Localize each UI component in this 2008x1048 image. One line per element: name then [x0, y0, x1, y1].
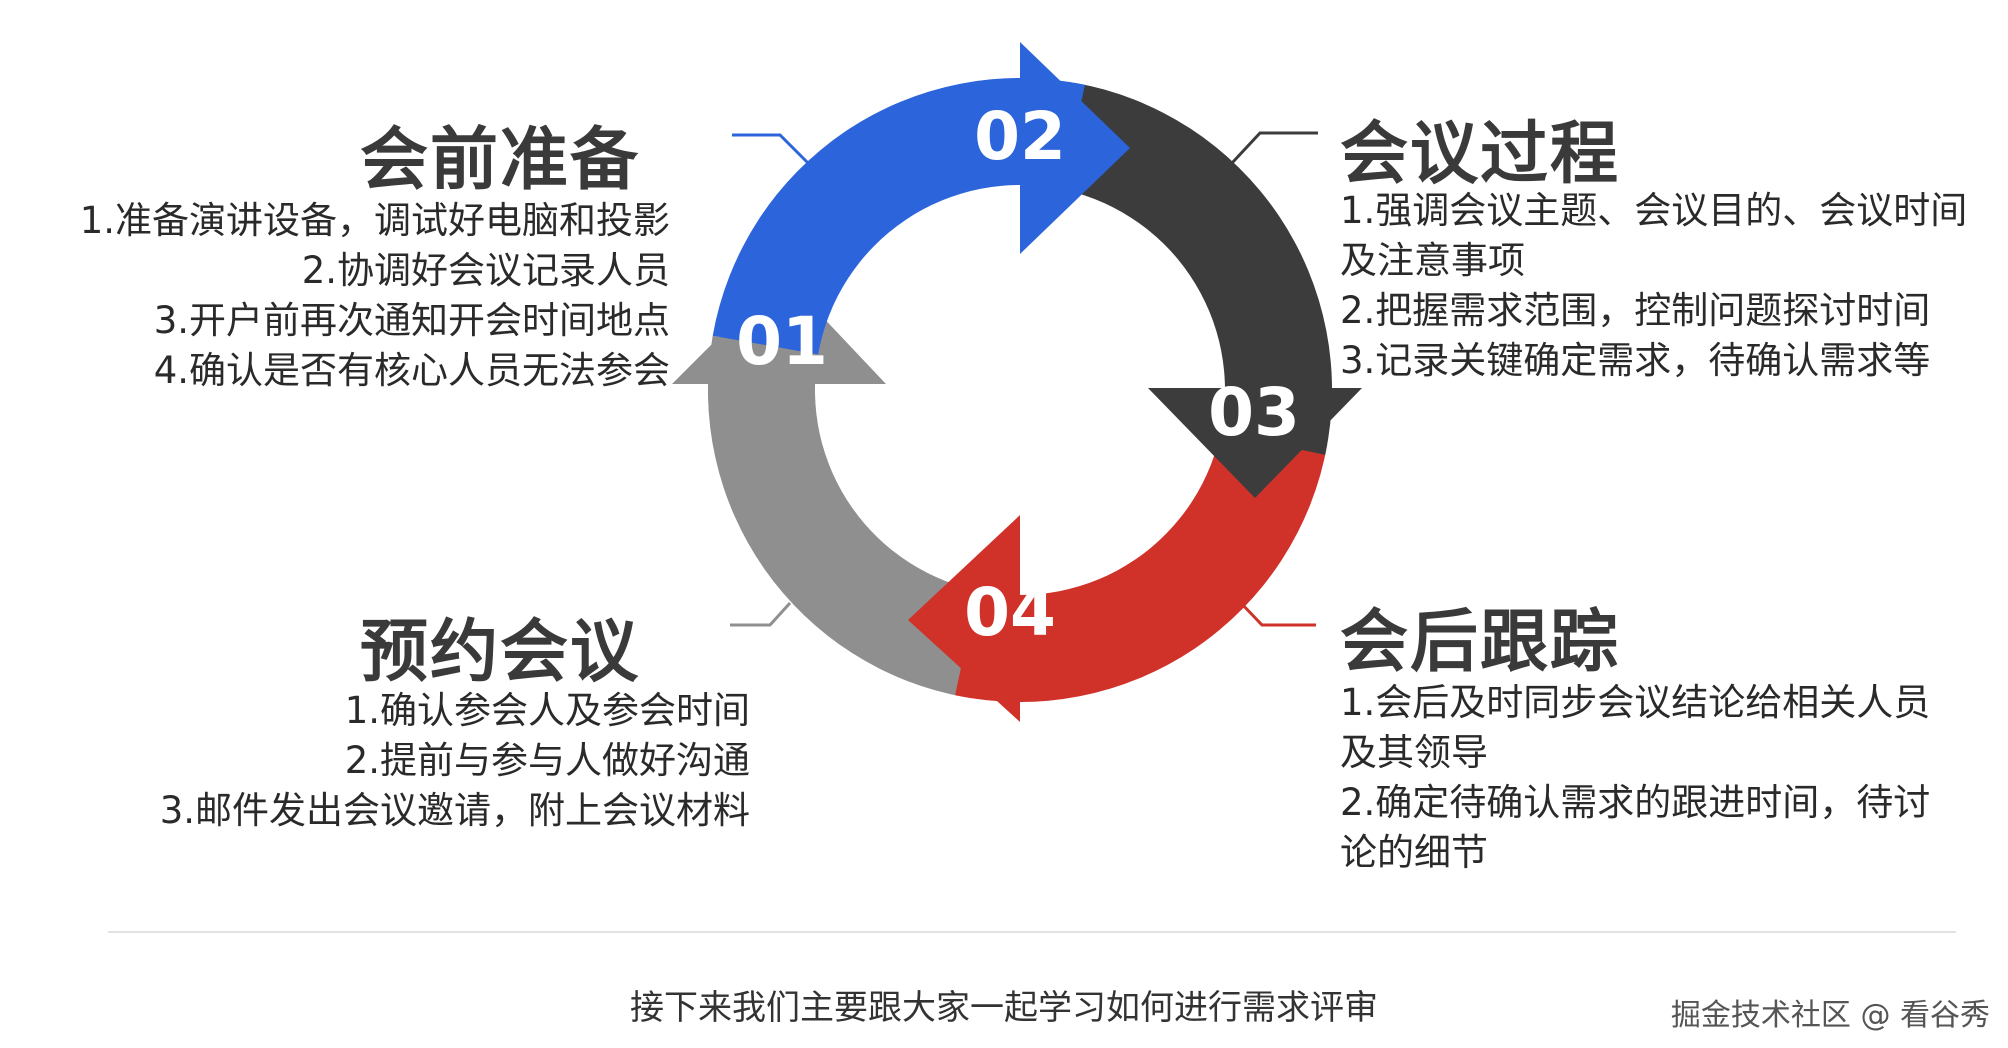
- step-title-01: 预约会议: [360, 613, 641, 692]
- list-item: 1.会后及时同步会议结论给相关人员及其领导: [1340, 681, 1931, 774]
- step-number-04: 04: [964, 574, 1056, 651]
- segment-04: [908, 425, 1328, 722]
- caption: 接下来我们主要跟大家一起学习如何进行需求评审: [630, 988, 1378, 1028]
- segment-03: [1055, 82, 1362, 498]
- step-title-02: 会前准备: [360, 121, 641, 200]
- connector-line-04: [1238, 600, 1316, 627]
- list-item: 2.把握需求范围，控制问题探讨时间: [1340, 289, 1931, 332]
- list-item: 1.强调会议主题、会议目的、会议时间及注意事项: [1340, 189, 1968, 282]
- list-item: 1.准备演讲设备，调试好电脑和投影: [79, 199, 670, 242]
- watermark: 掘金技术社区 @ 看谷秀: [1670, 998, 1990, 1033]
- list-item: 2.提前与参与人做好沟通: [344, 739, 750, 782]
- connector-line-03: [1230, 131, 1318, 165]
- connector-line-02: [732, 133, 812, 167]
- list-item: 3.记录关键确定需求，待确认需求等: [1340, 339, 1931, 382]
- step-number-02: 02: [974, 98, 1066, 175]
- divider: [108, 931, 1956, 933]
- step-title-04: 会后跟踪: [1340, 603, 1621, 682]
- step-items-02: 1.准备演讲设备，调试好电脑和投影 2.协调好会议记录人员 3.开户前再次通知开…: [80, 196, 670, 396]
- step-items-03: 1.强调会议主题、会议目的、会议时间及注意事项 2.把握需求范围，控制问题探讨时…: [1340, 186, 1980, 386]
- connector-line-01: [730, 601, 792, 627]
- list-item: 2.确定待确认需求的跟进时间，待讨论的细节: [1340, 781, 1931, 874]
- segment-02: [712, 42, 1130, 355]
- list-item: 4.确认是否有核心人员无法参会: [153, 349, 670, 392]
- list-item: 3.开户前再次通知开会时间地点: [153, 299, 670, 342]
- list-item: 1.确认参会人及参会时间: [344, 689, 750, 732]
- step-items-04: 1.会后及时同步会议结论给相关人员及其领导 2.确定待确认需求的跟进时间，待讨论…: [1340, 678, 1940, 878]
- step-number-01: 01: [736, 303, 828, 380]
- list-item: 2.协调好会议记录人员: [301, 249, 670, 292]
- step-title-03: 会议过程: [1340, 115, 1621, 194]
- list-item: 3.邮件发出会议邀请，附上会议材料: [159, 789, 750, 832]
- step-items-01: 1.确认参会人及参会时间 2.提前与参与人做好沟通 3.邮件发出会议邀请，附上会…: [160, 686, 750, 836]
- step-number-03: 03: [1208, 374, 1300, 451]
